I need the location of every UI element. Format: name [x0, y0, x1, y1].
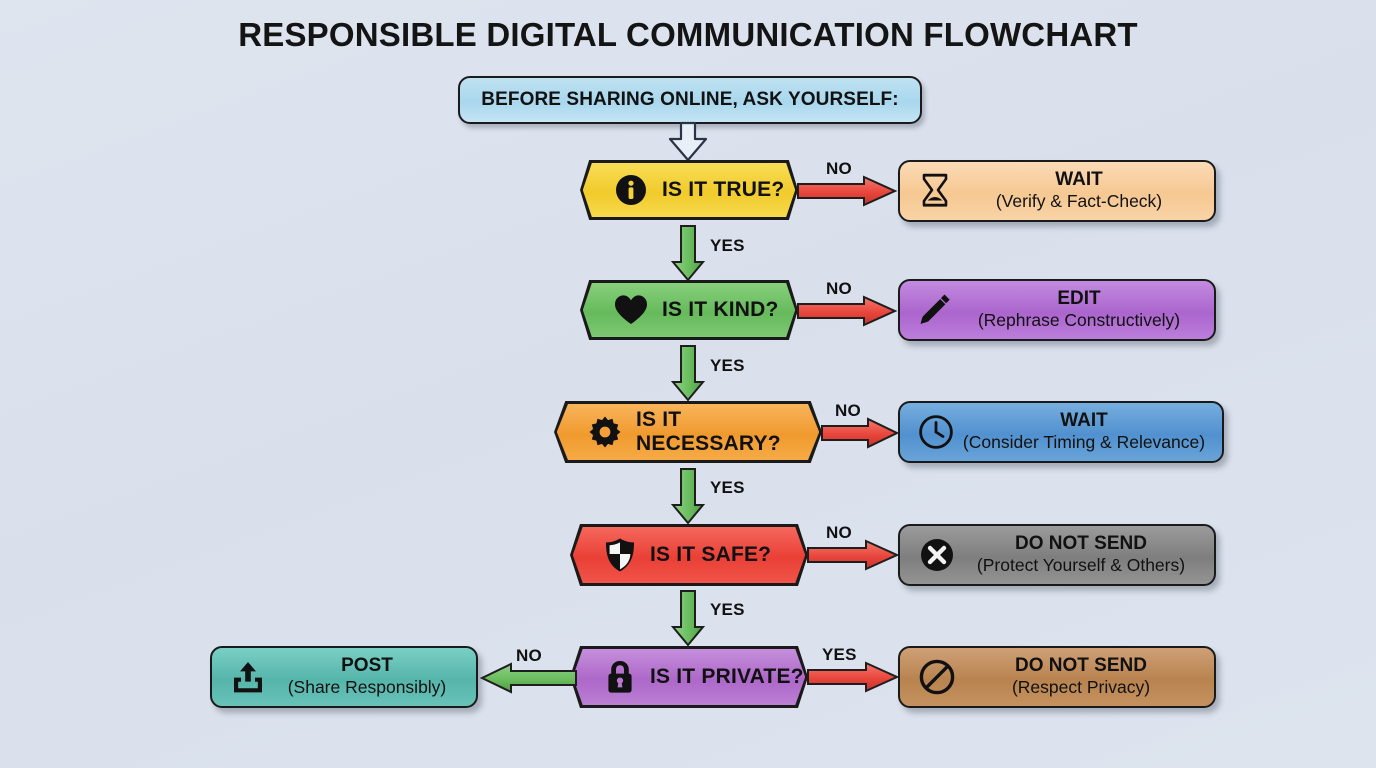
header-prompt-label: BEFORE SHARING ONLINE, ASK YOURSELF: — [481, 89, 899, 111]
edge-label-yes-2: YES — [710, 356, 745, 375]
decision-label: IS IT PRIVATE? — [650, 665, 804, 688]
header-prompt-box: BEFORE SHARING ONLINE, ASK YOURSELF: — [458, 76, 922, 124]
outcome-text: WAIT (Verify & Fact-Check) — [952, 170, 1214, 212]
outcome-title: WAIT — [1060, 410, 1108, 432]
outcome-subtitle: (Rephrase Constructively) — [977, 310, 1181, 331]
outcome-text: EDIT (Rephrase Constructively) — [952, 289, 1214, 331]
decision-is-it-kind[interactable]: IS IT KIND? — [580, 280, 802, 345]
outcome-subtitle: (Respect Privacy) — [1011, 677, 1151, 698]
edge-no-1 — [797, 175, 898, 207]
outcome-wait-timing[interactable]: WAIT (Consider Timing & Relevance) — [898, 401, 1224, 463]
no-entry-icon — [918, 658, 956, 696]
edge-yes-2 — [670, 345, 706, 402]
upload-icon — [230, 660, 266, 694]
outcome-do-not-send-protect[interactable]: DO NOT SEND (Protect Yourself & Others) — [898, 524, 1216, 586]
outcome-subtitle: (Verify & Fact-Check) — [995, 191, 1163, 212]
gear-icon — [588, 415, 622, 449]
outcome-text: DO NOT SEND (Respect Privacy) — [956, 656, 1214, 698]
edge-private-yes — [807, 661, 900, 693]
outcome-text: WAIT (Consider Timing & Relevance) — [954, 411, 1222, 453]
edge-label-no-2: NO — [826, 279, 852, 298]
decision-label: IS IT TRUE? — [662, 178, 785, 201]
edge-label-no-4: NO — [826, 523, 852, 542]
outcome-title: WAIT — [1055, 169, 1103, 191]
edge-private-no — [479, 662, 577, 694]
decision-is-it-safe[interactable]: IS IT SAFE? — [570, 524, 812, 591]
shield-icon — [604, 537, 636, 573]
edge-label-no-3: NO — [835, 401, 861, 420]
edge-label-no-1: NO — [826, 159, 852, 178]
outcome-title: POST — [341, 655, 393, 677]
edge-no-2 — [797, 295, 898, 327]
edge-label-yes-4: YES — [710, 600, 745, 619]
outcome-text: POST (Share Responsibly) — [266, 656, 476, 698]
outcome-do-not-send-privacy[interactable]: DO NOT SEND (Respect Privacy) — [898, 646, 1216, 708]
outcome-title: DO NOT SEND — [1015, 655, 1147, 677]
edge-no-3 — [821, 417, 900, 449]
pencil-icon — [918, 292, 952, 328]
x-circle-icon — [918, 536, 956, 574]
outcome-subtitle: (Consider Timing & Relevance) — [962, 432, 1206, 453]
header-down-arrow — [664, 121, 712, 162]
hollow-down-arrow-icon — [668, 121, 708, 162]
decision-label: IS IT NECESSARY? — [636, 408, 781, 455]
outcome-title: DO NOT SEND — [1015, 533, 1147, 555]
edge-label-private-yes: YES — [822, 645, 857, 664]
outcome-subtitle: (Protect Yourself & Others) — [976, 555, 1186, 576]
edge-no-4 — [807, 539, 900, 571]
edge-yes-1 — [670, 225, 706, 282]
outcome-wait-verify[interactable]: WAIT (Verify & Fact-Check) — [898, 160, 1216, 222]
outcome-post-share[interactable]: POST (Share Responsibly) — [210, 646, 478, 708]
hourglass-icon — [918, 173, 952, 209]
lock-icon — [604, 659, 636, 695]
decision-label: IS IT SAFE? — [650, 543, 772, 566]
outcome-text: DO NOT SEND (Protect Yourself & Others) — [956, 534, 1214, 576]
edge-yes-4 — [670, 590, 706, 647]
heart-icon — [614, 294, 648, 326]
edge-yes-3 — [670, 468, 706, 525]
decision-label: IS IT KIND? — [662, 298, 779, 321]
info-circle-icon — [614, 173, 648, 207]
decision-is-it-true[interactable]: IS IT TRUE? — [580, 160, 802, 225]
outcome-edit-rephrase[interactable]: EDIT (Rephrase Constructively) — [898, 279, 1216, 341]
edge-label-yes-3: YES — [710, 478, 745, 497]
page-title: RESPONSIBLE DIGITAL COMMUNICATION FLOWCH… — [238, 16, 1138, 53]
decision-is-it-private[interactable]: IS IT PRIVATE? — [570, 646, 812, 713]
outcome-subtitle: (Share Responsibly) — [287, 677, 447, 698]
outcome-title: EDIT — [1057, 288, 1101, 310]
clock-icon — [918, 414, 954, 450]
edge-label-private-no: NO — [516, 646, 542, 665]
decision-is-it-necessary[interactable]: IS IT NECESSARY? — [554, 401, 826, 468]
edge-label-yes-1: YES — [710, 236, 745, 255]
